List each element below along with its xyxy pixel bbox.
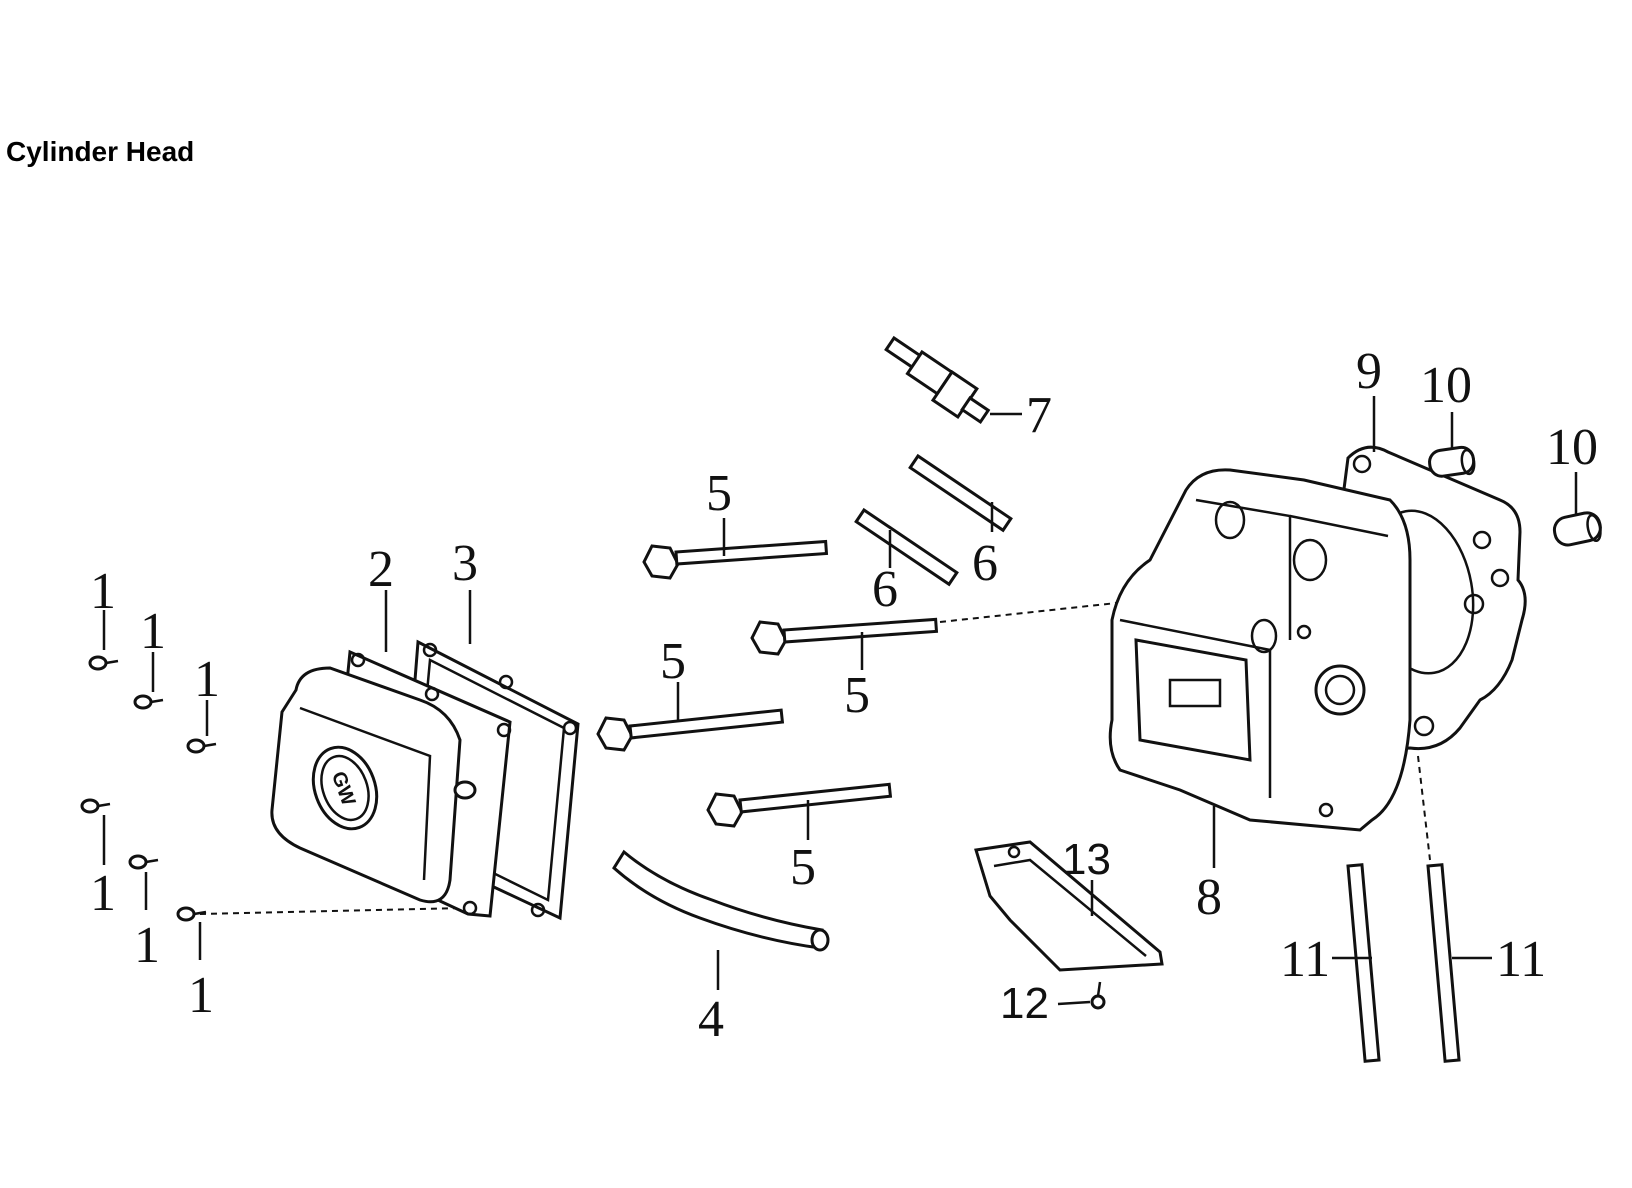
screw-1d <box>80 798 111 814</box>
callout-7: 7 <box>1026 387 1052 444</box>
callout-5b: 5 <box>844 667 870 724</box>
screw-1f <box>176 906 207 922</box>
callout-12: 12 <box>1000 979 1049 1028</box>
long-stud-1 <box>1346 863 1381 1063</box>
callout-2: 2 <box>368 541 394 598</box>
assembly-line-head <box>1417 755 1431 861</box>
stud-1 <box>854 507 959 587</box>
callout-10a: 10 <box>1420 357 1472 414</box>
callout-11b: 11 <box>1496 931 1546 988</box>
callout-5a: 5 <box>706 465 732 522</box>
screw-12 <box>1090 981 1106 1010</box>
cylinder-head <box>1108 468 1412 832</box>
page-title: Cylinder Head <box>6 136 195 167</box>
breather-tube <box>612 849 830 952</box>
callout-5c: 5 <box>660 633 686 690</box>
deflector-plate <box>974 840 1164 972</box>
dowel-pin-1 <box>1428 445 1476 478</box>
callout-8: 8 <box>1196 869 1222 926</box>
callout-13: 13 <box>1062 835 1111 884</box>
callout-1b: 1 <box>140 603 166 660</box>
screw-1a <box>88 655 119 671</box>
callout-1a: 1 <box>90 563 116 620</box>
screw-1e <box>128 854 159 870</box>
head-bolt-3 <box>596 708 785 752</box>
assembly-line-cover-screw <box>199 907 467 915</box>
stud-2 <box>908 453 1013 533</box>
callout-1d: 1 <box>90 865 116 922</box>
callout-1c: 1 <box>194 651 220 708</box>
callout-1e: 1 <box>134 917 160 974</box>
head-bolt-4 <box>706 782 893 828</box>
callout-4: 4 <box>698 991 724 1048</box>
head-bolt-2 <box>750 617 939 656</box>
screw-1b <box>133 694 164 710</box>
callout-6a: 6 <box>872 561 898 618</box>
callout-11a: 11 <box>1280 931 1330 988</box>
callout-10b: 10 <box>1546 419 1598 476</box>
dowel-pin-2 <box>1552 511 1602 547</box>
callout-9: 9 <box>1356 343 1382 400</box>
screw-1c <box>186 738 217 754</box>
spark-plug <box>884 335 991 424</box>
callout-3: 3 <box>452 535 478 592</box>
long-stud-2 <box>1426 863 1461 1063</box>
leader-12 <box>1057 1000 1091 1006</box>
callout-5d: 5 <box>790 839 816 896</box>
head-bolt-1 <box>642 539 829 580</box>
valve-cover: GW <box>270 649 512 918</box>
callout-1f: 1 <box>188 967 214 1024</box>
callout-6b: 6 <box>972 535 998 592</box>
